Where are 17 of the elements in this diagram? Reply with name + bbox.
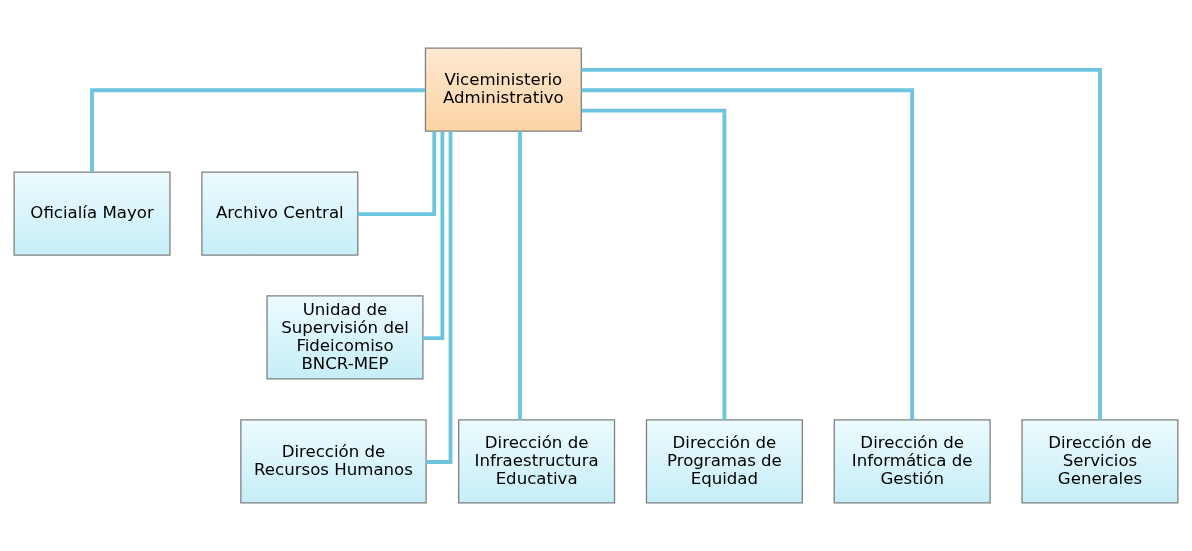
connector <box>518 131 522 420</box>
connector <box>581 67 1102 420</box>
connector <box>423 131 445 340</box>
node-box: Dirección de Infraestructura Educativa <box>458 419 616 504</box>
connector <box>581 108 727 420</box>
node-box: Dirección de Recursos Humanos <box>240 419 427 504</box>
node-box: Oficialía Mayor <box>13 171 171 256</box>
connector <box>90 88 426 172</box>
connector <box>426 131 453 464</box>
node-box: Unidad de Supervisión del Fideicomiso BNCR-MEP <box>266 295 424 380</box>
node-box: Dirección de Programas de Equidad <box>645 419 803 504</box>
node-box: Dirección de Informática de Gestión <box>833 419 991 504</box>
node-box: Viceministerio Administrativo <box>424 47 582 132</box>
connector <box>357 131 437 217</box>
connector <box>581 88 915 420</box>
node-box: Archivo Central <box>201 171 359 256</box>
node-box: Dirección de Servicios Generales <box>1021 419 1179 504</box>
